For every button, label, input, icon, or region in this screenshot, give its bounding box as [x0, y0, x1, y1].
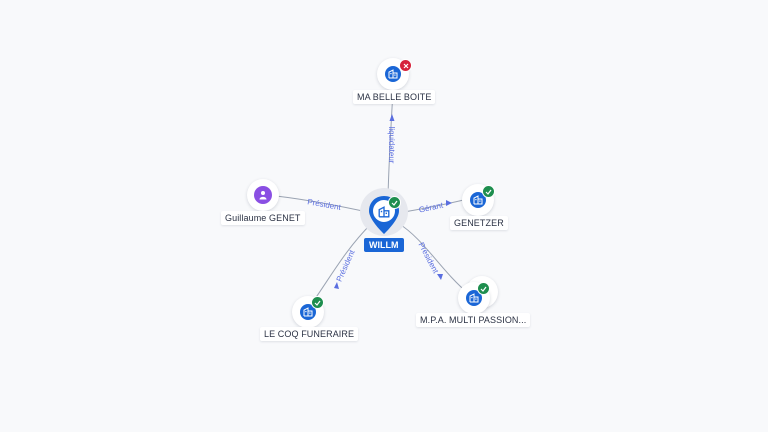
node-label-willm[interactable]: WILLM — [364, 238, 404, 252]
arrow-mpa — [437, 274, 443, 280]
node-label-mpa-multi-passion[interactable]: M.P.A. MULTI PASSION... — [416, 313, 531, 327]
active-status-icon — [311, 296, 324, 309]
edge-label-mpa-president: Président — [416, 241, 440, 276]
node-label-genetzer[interactable]: GENETZER — [450, 216, 508, 230]
closed-status-icon — [399, 59, 412, 72]
arrow-le-coq — [334, 282, 339, 289]
building-icon — [388, 69, 398, 79]
active-status-icon — [477, 282, 490, 295]
building-icon — [473, 195, 483, 205]
node-label-guillaume-genet[interactable]: Guillaume GENET — [221, 211, 305, 225]
active-status-icon — [388, 196, 401, 209]
edge-label-gerant: Gérant — [418, 201, 445, 215]
active-status-icon — [482, 185, 495, 198]
person-icon — [259, 191, 267, 200]
building-icon — [303, 307, 313, 317]
edge-label-guillaume-president: Président — [307, 197, 343, 212]
building-icon — [469, 293, 479, 303]
building-icon — [378, 206, 390, 218]
arrow-ma-belle-boite — [389, 114, 395, 121]
arrow-genetzer — [446, 200, 452, 206]
edge-label-liquidateur: liquidateur — [387, 127, 396, 164]
node-label-le-coq-funeraire[interactable]: LE COQ FUNERAIRE — [260, 327, 359, 341]
node-label-ma-belle-boite[interactable]: MA BELLE BOITE — [353, 90, 436, 104]
